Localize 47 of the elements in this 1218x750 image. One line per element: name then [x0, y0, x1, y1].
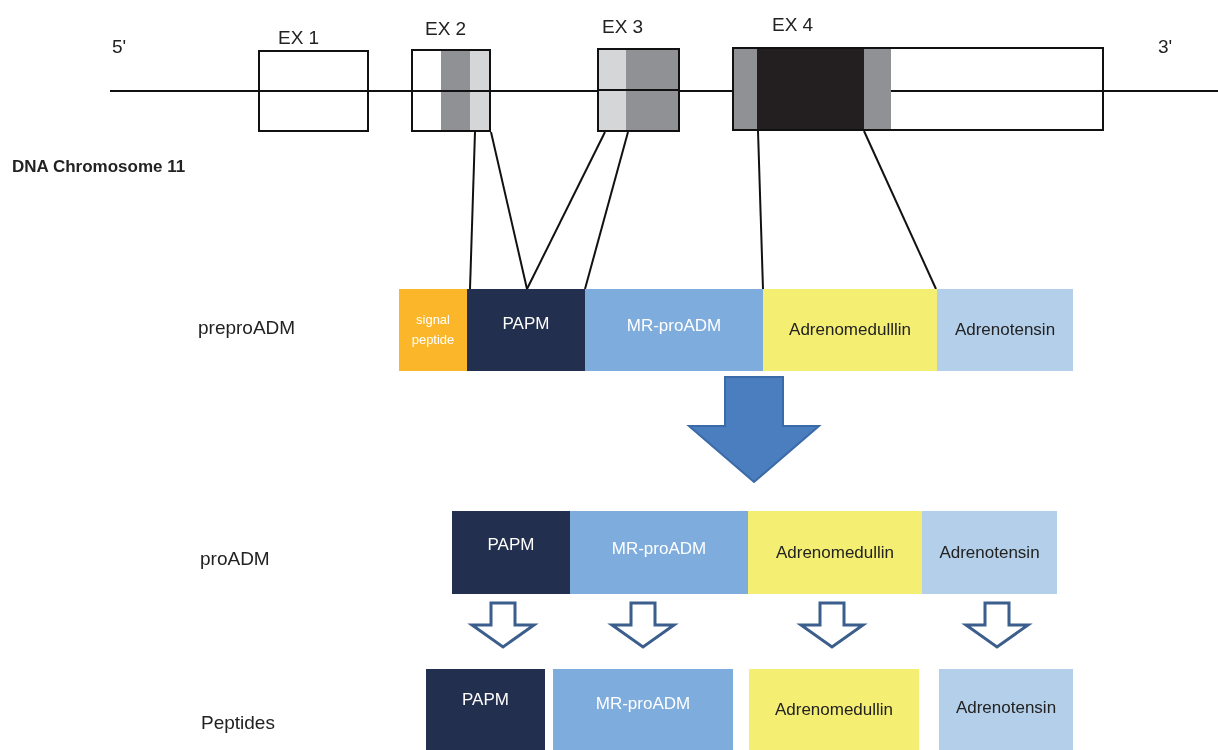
protein-segment [763, 289, 937, 371]
segment-label: Adrenotensin [954, 319, 1056, 342]
protein-segment [937, 289, 1073, 371]
row-label: 5' [112, 35, 127, 59]
row-label: proADM [200, 547, 270, 571]
protein-segment [748, 511, 922, 594]
exon-label: EX 1 [278, 26, 320, 50]
protein-segment [585, 289, 763, 371]
segment-label: MR-proADM [611, 537, 707, 560]
mapping-line [490, 131, 528, 290]
segment-label: Adrenotensin [955, 696, 1057, 719]
hollow-arrow [607, 601, 679, 649]
exon-label: EX 4 [772, 13, 814, 37]
protein-segment [922, 511, 1057, 594]
segment-label: Adrenomedullin [774, 698, 894, 721]
mapping-line [757, 130, 764, 290]
hollow-arrow [796, 601, 868, 649]
hollow-arrow [961, 601, 1033, 649]
protein-segment [399, 289, 467, 371]
hollow-arrow [467, 601, 539, 649]
row-label: Peptides [201, 711, 275, 735]
mapping-line [584, 131, 629, 290]
protein-segment [553, 669, 733, 750]
protein-segment [452, 511, 570, 594]
protein-segment [467, 289, 585, 371]
exon-label: EX 2 [425, 17, 467, 41]
exon-label: EX 3 [602, 15, 644, 39]
mapping-line [863, 130, 937, 290]
protein-segment [426, 669, 545, 750]
segment-label: PAPM [502, 313, 550, 336]
segment-label: Adrenomedullin [775, 541, 895, 564]
row-label: 3' [1158, 35, 1173, 59]
segment-label: signal peptide [410, 311, 456, 349]
protein-segment [570, 511, 748, 594]
segment-label: MR-proADM [626, 315, 722, 338]
mapping-line [526, 131, 606, 290]
segment-label: Adrenotensin [939, 541, 1040, 564]
mapping-line [469, 131, 476, 290]
segment-label: PAPM [462, 688, 509, 711]
protein-segment [939, 669, 1073, 750]
protein-segment [749, 669, 919, 750]
segment-label: Adrenomedulllin [789, 319, 911, 342]
segment-label: MR-proADM [595, 692, 691, 715]
segment-label: PAPM [487, 533, 535, 556]
row-label: preproADM [198, 316, 296, 340]
block-arrow [686, 376, 822, 484]
row-label: DNA Chromosome 11 [12, 156, 186, 178]
